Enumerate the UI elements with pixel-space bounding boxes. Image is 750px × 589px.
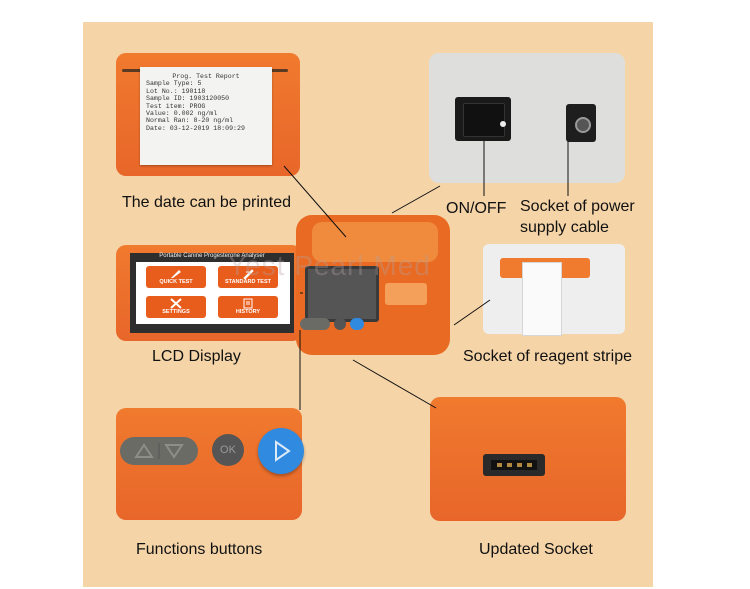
caption-updated: Updated Socket xyxy=(479,541,593,558)
tile-quick-test: QUICK TEST xyxy=(146,266,206,288)
caption-functions: Functions buttons xyxy=(136,541,263,558)
device-start-button xyxy=(350,318,364,330)
switch-indicator-icon xyxy=(500,121,506,127)
caption-power-line2: supply cable xyxy=(520,219,609,236)
caption-power-line1: Socket of power xyxy=(520,198,635,215)
watermark: Yest Pearl Med xyxy=(228,250,431,281)
tile-label: SETTINGS xyxy=(162,309,190,315)
power-switch xyxy=(455,97,511,141)
receipt-line: Sample ID: 1903120050 xyxy=(146,95,230,103)
receipt-line: Date: 03-12-2019 18:09:29 xyxy=(146,124,245,132)
down-arrow-icon xyxy=(164,444,184,459)
ok-button: OK xyxy=(212,434,244,466)
lcd-menu: QUICK TEST STANDARD TEST SETTINGS HISTOR… xyxy=(136,262,290,324)
tile-settings: SETTINGS xyxy=(146,296,206,318)
printed-receipt: Prog. Test Report Sample Type: 5 Lot No.… xyxy=(140,67,272,165)
caption-print: The date can be printed xyxy=(122,194,292,211)
receipt-line: Normal Ran: 8-20 ng/ml xyxy=(146,117,234,125)
dc-power-socket xyxy=(566,104,596,142)
arrow-icons xyxy=(134,443,184,459)
device-ok-button xyxy=(334,318,346,330)
caption-reagent: Socket of reagent stripe xyxy=(463,348,632,365)
caption-onoff: ON/OFF xyxy=(446,200,507,217)
lcd-title: Portable Canine Progesterone Analyser xyxy=(159,253,265,259)
play-icon xyxy=(275,440,291,462)
reagent-strip xyxy=(522,262,562,336)
device-arrow-buttons xyxy=(300,318,330,330)
tile-standard-test: STANDARD TEST xyxy=(218,266,278,288)
tile-label: QUICK TEST xyxy=(159,279,193,285)
tile-label: STANDARD TEST xyxy=(224,279,272,285)
tile-history: HISTORY xyxy=(218,296,278,318)
receipt-line: Sample Type: 5 xyxy=(146,80,202,88)
caption-lcd: LCD Display xyxy=(152,348,241,365)
device-screen xyxy=(305,266,379,322)
device-strip-slot xyxy=(385,283,427,305)
receipt-line: Value: 0.002 ng/ml xyxy=(146,110,218,118)
tile-label: HISTORY xyxy=(235,309,261,315)
updated-socket xyxy=(483,454,545,476)
receipt-line: Test item: PROG xyxy=(146,102,206,110)
receipt-title: Prog. Test Report xyxy=(172,73,240,80)
receipt-line: Lot No.: 190118 xyxy=(146,87,206,95)
up-arrow-icon xyxy=(134,443,154,458)
start-button xyxy=(258,428,304,474)
